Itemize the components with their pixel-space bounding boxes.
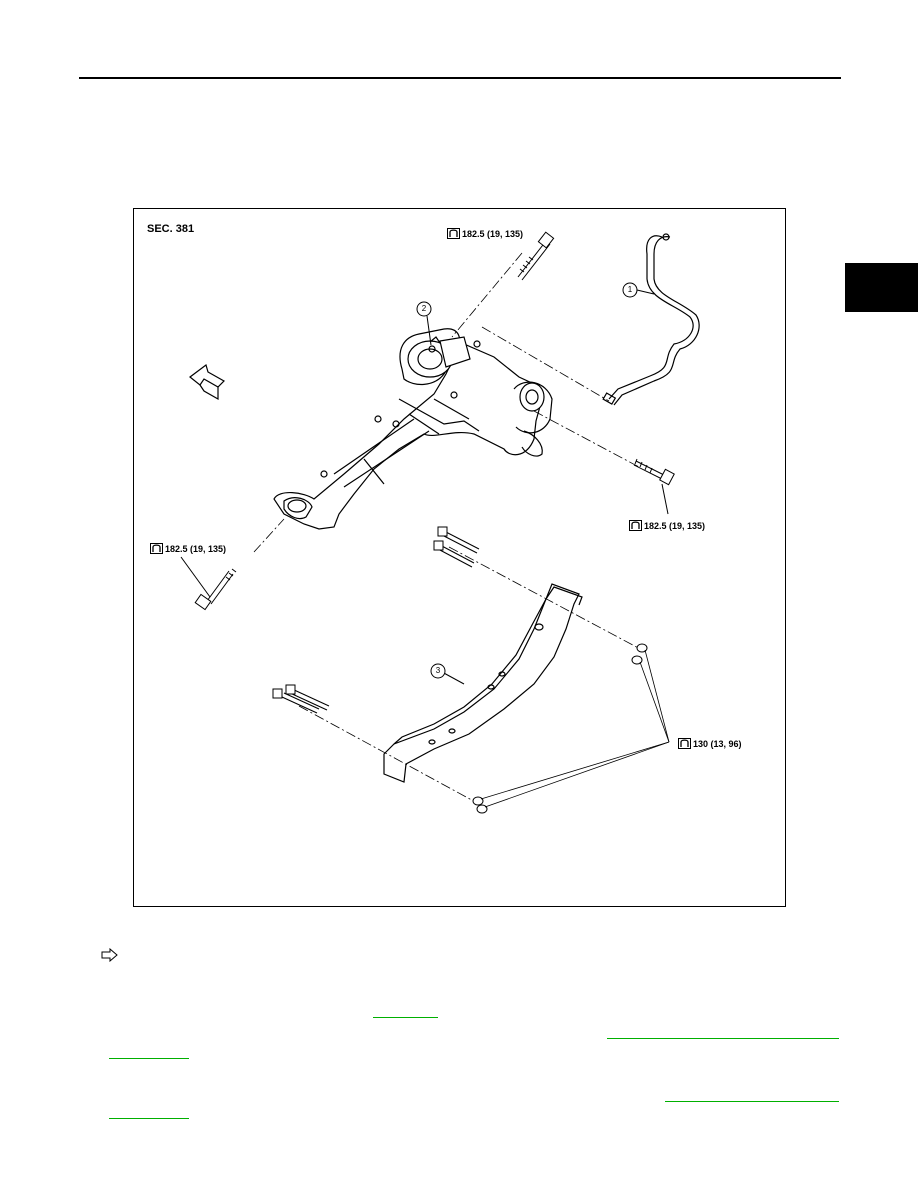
- torque-spec-left: 182.5 (19, 135): [150, 543, 226, 554]
- torque-wrench-icon: [150, 543, 163, 554]
- callout-2: 2: [421, 304, 427, 313]
- torque-wrench-icon: [678, 738, 691, 749]
- legend-front-arrow-icon: [101, 948, 118, 962]
- reference-link-3b[interactable]: [109, 1118, 189, 1119]
- crossmember: [383, 583, 583, 783]
- header-rule: [79, 77, 841, 79]
- vehicle-front-arrow-icon: [189, 363, 225, 401]
- section-label: SEC. 381: [147, 223, 195, 235]
- differential-mounting-diagram: [180, 231, 700, 814]
- bolt-left: [194, 568, 237, 611]
- section-index-tab[interactable]: [845, 263, 918, 312]
- differential-carrier: [273, 328, 553, 530]
- mount-nuts: [472, 643, 648, 814]
- reference-link-2b[interactable]: [109, 1058, 189, 1059]
- torque-spec-right: 182.5 (19, 135): [629, 520, 705, 531]
- reference-link-1[interactable]: [373, 1017, 438, 1018]
- torque-value-right: 182.5 (19, 135): [644, 520, 706, 531]
- torque-wrench-icon: [629, 520, 642, 531]
- reference-link-2a[interactable]: [607, 1038, 839, 1039]
- exploded-view-figure: SEC. 381: [133, 208, 786, 907]
- bolt-top: [517, 231, 555, 281]
- torque-wrench-icon: [447, 228, 460, 239]
- torque-spec-top: 182.5 (19, 135): [447, 228, 523, 239]
- torque-value-nuts: 130 (13, 96): [693, 738, 742, 749]
- reference-link-3a[interactable]: [665, 1101, 839, 1102]
- callout-1: 1: [627, 285, 633, 294]
- crossmember-bolts: [272, 526, 480, 714]
- torque-spec-nuts: 130 (13, 96): [678, 738, 742, 749]
- breather-hose: [602, 233, 700, 406]
- torque-value-top: 182.5 (19, 135): [462, 228, 524, 239]
- bolt-right: [633, 458, 675, 486]
- callout-3: 3: [435, 666, 441, 675]
- torque-value-left: 182.5 (19, 135): [165, 543, 227, 554]
